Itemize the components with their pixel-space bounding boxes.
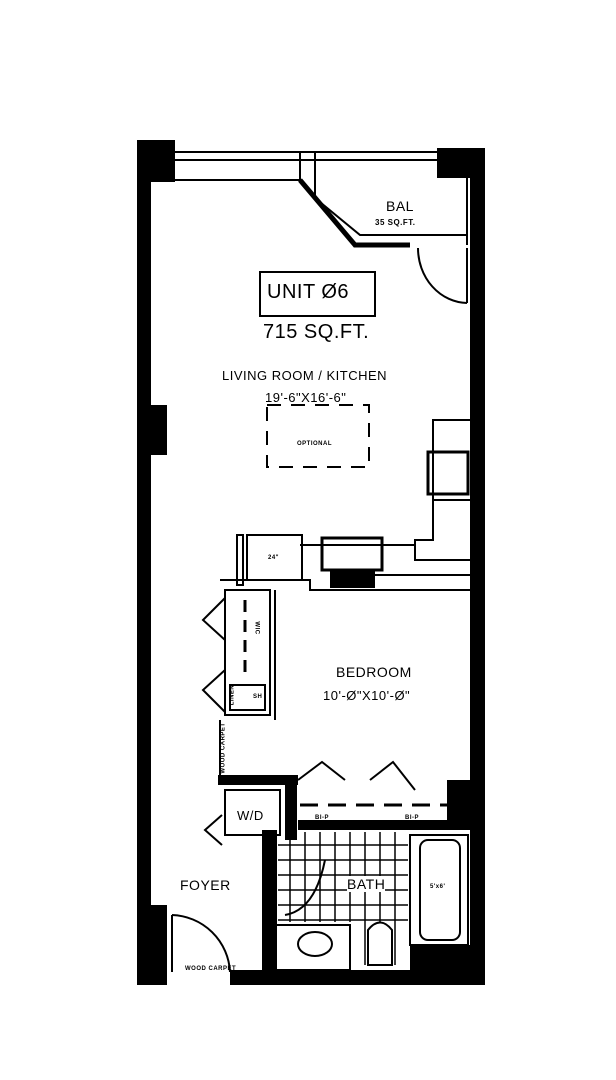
dishwasher-label: 24"	[268, 555, 280, 561]
balcony-area: 35 SQ.FT.	[375, 218, 416, 227]
closet-left-label: BI-P	[315, 815, 329, 821]
entry-floor-label: WOOD CARPET	[185, 966, 237, 972]
living-room-dims: 19'-6"X16'-6"	[265, 390, 347, 405]
linen-label: LINEN	[229, 684, 236, 706]
interior-lines	[171, 151, 472, 973]
bedroom-label: BEDROOM	[336, 664, 412, 680]
unit-area: 715 SQ.FT.	[263, 321, 370, 343]
exterior-walls	[137, 140, 485, 985]
balcony-label: BAL	[386, 198, 414, 214]
foyer-label: FOYER	[180, 877, 231, 893]
closet-right-label: BI-P	[405, 815, 419, 821]
wood-carpet-label: WOOD CARPET	[220, 722, 227, 774]
unit-name: UNIT Ø6	[267, 281, 350, 303]
laundry-label: W/D	[237, 808, 264, 823]
bath-tile-grid	[278, 832, 408, 965]
sh-label: SH	[253, 694, 263, 700]
bath-label: BATH	[347, 876, 386, 892]
tub-label: 5'x6'	[430, 884, 446, 890]
bedroom-dims: 10'-Ø"X10'-Ø"	[323, 688, 411, 703]
optional-label: OPTIONAL	[297, 441, 332, 447]
living-room-label: LIVING ROOM / KITCHEN	[222, 368, 388, 383]
wic-label: WIC	[253, 621, 260, 635]
